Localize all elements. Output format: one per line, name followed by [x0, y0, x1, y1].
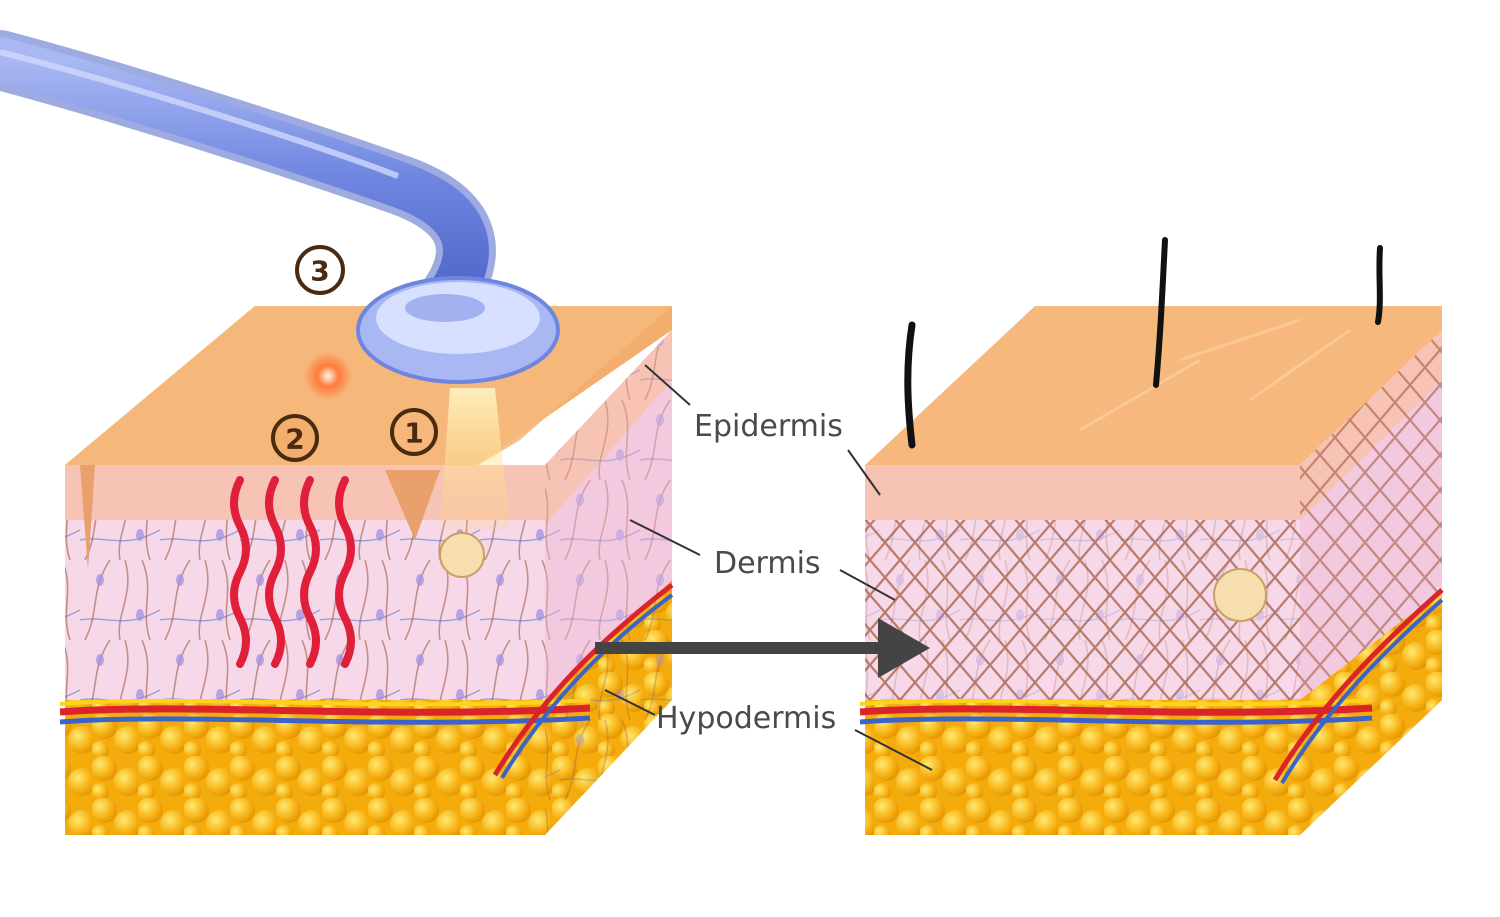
- epidermis-band-right: [865, 465, 1300, 520]
- hair-strand: [904, 321, 916, 449]
- marker-one: 1: [390, 408, 438, 456]
- leader-lines: [604, 364, 933, 771]
- light-beam: [440, 388, 510, 530]
- hair-strand: [1375, 245, 1383, 325]
- label-dermis: Dermis: [714, 546, 821, 581]
- heat-wave-icon: [230, 476, 355, 668]
- label-epidermis: Epidermis: [694, 409, 843, 444]
- svg-text:3: 3: [310, 255, 329, 288]
- svg-text:2: 2: [285, 423, 304, 456]
- skin-block-after: [859, 237, 1444, 835]
- label-hypodermis: Hypodermis: [656, 701, 836, 736]
- skin-block-before: [59, 306, 674, 835]
- right-arrow-icon: [595, 618, 930, 678]
- hair-strand: [1153, 237, 1168, 388]
- glass-electrode-wand-icon: [0, 30, 560, 384]
- svg-text:1: 1: [404, 417, 423, 450]
- marker-two: 2: [271, 414, 319, 462]
- spark-glow-icon: [304, 352, 352, 400]
- marker-three: 3: [295, 245, 345, 295]
